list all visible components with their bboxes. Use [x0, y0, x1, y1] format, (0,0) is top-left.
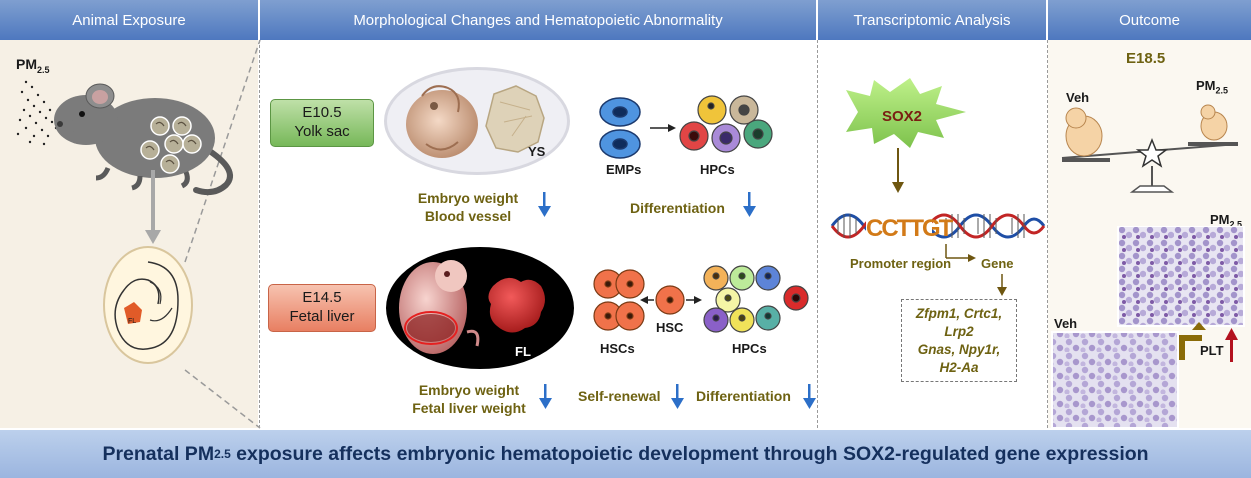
mouse-illustration: FL — [16, 80, 233, 364]
seesaw-illustration — [1061, 104, 1239, 193]
pm-label: PM2.5 — [16, 56, 50, 75]
motif-logo: CCTTGT — [866, 215, 954, 242]
separator — [817, 40, 818, 428]
stage-e145-tissue: Fetal liver — [289, 308, 355, 325]
gene-list-box: Zfpm1, Crtc1, Lrp2 Gnas, Npy1r, H2-Aa — [901, 299, 1017, 382]
hscs-label: HSCs — [600, 341, 635, 356]
header-transcript: Transcriptomic Analysis — [818, 0, 1048, 40]
effect-embryo-weight: Embryo weight — [417, 190, 519, 206]
header-exposure: Animal Exposure — [0, 0, 260, 40]
gene-label: Gene — [981, 256, 1014, 271]
gene-line: Zfpm1, Crtc1, — [915, 306, 1003, 321]
hsc-label: HSC — [656, 320, 684, 335]
pm-label-blood: PM2.5 — [1210, 212, 1243, 230]
sox2-label: SOX2 — [882, 108, 922, 125]
header-morph: Morphological Changes and Hematopoietic … — [260, 0, 818, 40]
fl-photo-label: FL — [515, 344, 531, 359]
stage1-process: Differentiation — [630, 200, 725, 216]
stage-e105-day: E10.5 — [302, 104, 342, 121]
stage-e145-day: E14.5 — [302, 289, 342, 306]
fetal-liver-photo: FL — [386, 247, 574, 369]
stage2-effect: Embryo weight Fetal liver weight — [396, 381, 542, 417]
hpcs-label-2: HPCs — [732, 341, 767, 356]
outcome-stage: E18.5 — [1126, 50, 1166, 67]
effect-blood-vessel: Blood vessel — [424, 208, 512, 224]
gene-line: H2-Aa — [939, 360, 979, 375]
summary-part: exposure affects embryonic hematopoietic… — [230, 442, 1149, 465]
stage2-process: Differentiation — [696, 388, 791, 404]
hpcs-label-1: HPCs — [700, 162, 735, 177]
plt-label: PLT — [1200, 343, 1224, 358]
emps-label: EMPs — [606, 162, 641, 177]
stage-e105-tissue: Yolk sac — [294, 123, 350, 140]
hematopoiesis-stage2: HSCs HSC HPCs — [593, 265, 809, 356]
hematopoiesis-stage1: EMPs HPCs — [599, 95, 773, 177]
pm-label-top: PM2.5 — [1196, 78, 1229, 96]
stage1-effect: Embryo weight Blood vessel — [402, 189, 534, 225]
effect-embryo-weight-2: Embryo weight — [418, 382, 520, 398]
gene-line: Lrp2 — [944, 324, 974, 339]
separator — [259, 40, 260, 428]
separator — [1047, 40, 1048, 428]
yolk-sac-photo: YS — [384, 67, 570, 175]
ys-label: YS — [528, 144, 546, 159]
stage2-renewal: Self-renewal — [578, 388, 661, 404]
transcript-illustration: SOX2 CCTTGT Promoter region Gene — [830, 78, 1046, 296]
promoter-label: Promoter region — [850, 256, 951, 271]
stage-e145-box: E14.5 Fetal liver — [268, 284, 376, 332]
summary-subscript: 2.5 — [214, 447, 231, 461]
veh-label-blood: Veh — [1054, 316, 1078, 331]
blood-smear-images: PLT — [1051, 226, 1245, 428]
stage-e105-box: E10.5 Yolk sac — [270, 99, 374, 147]
gene-line: Gnas, Npy1r, — [917, 342, 1001, 357]
header-outcome: Outcome — [1048, 0, 1251, 40]
summary-part: Prenatal PM — [102, 442, 215, 465]
effect-fetal-liver-weight: Fetal liver weight — [412, 400, 526, 416]
fl-mini-label: FL — [128, 318, 136, 325]
veh-label-top: Veh — [1066, 90, 1090, 105]
